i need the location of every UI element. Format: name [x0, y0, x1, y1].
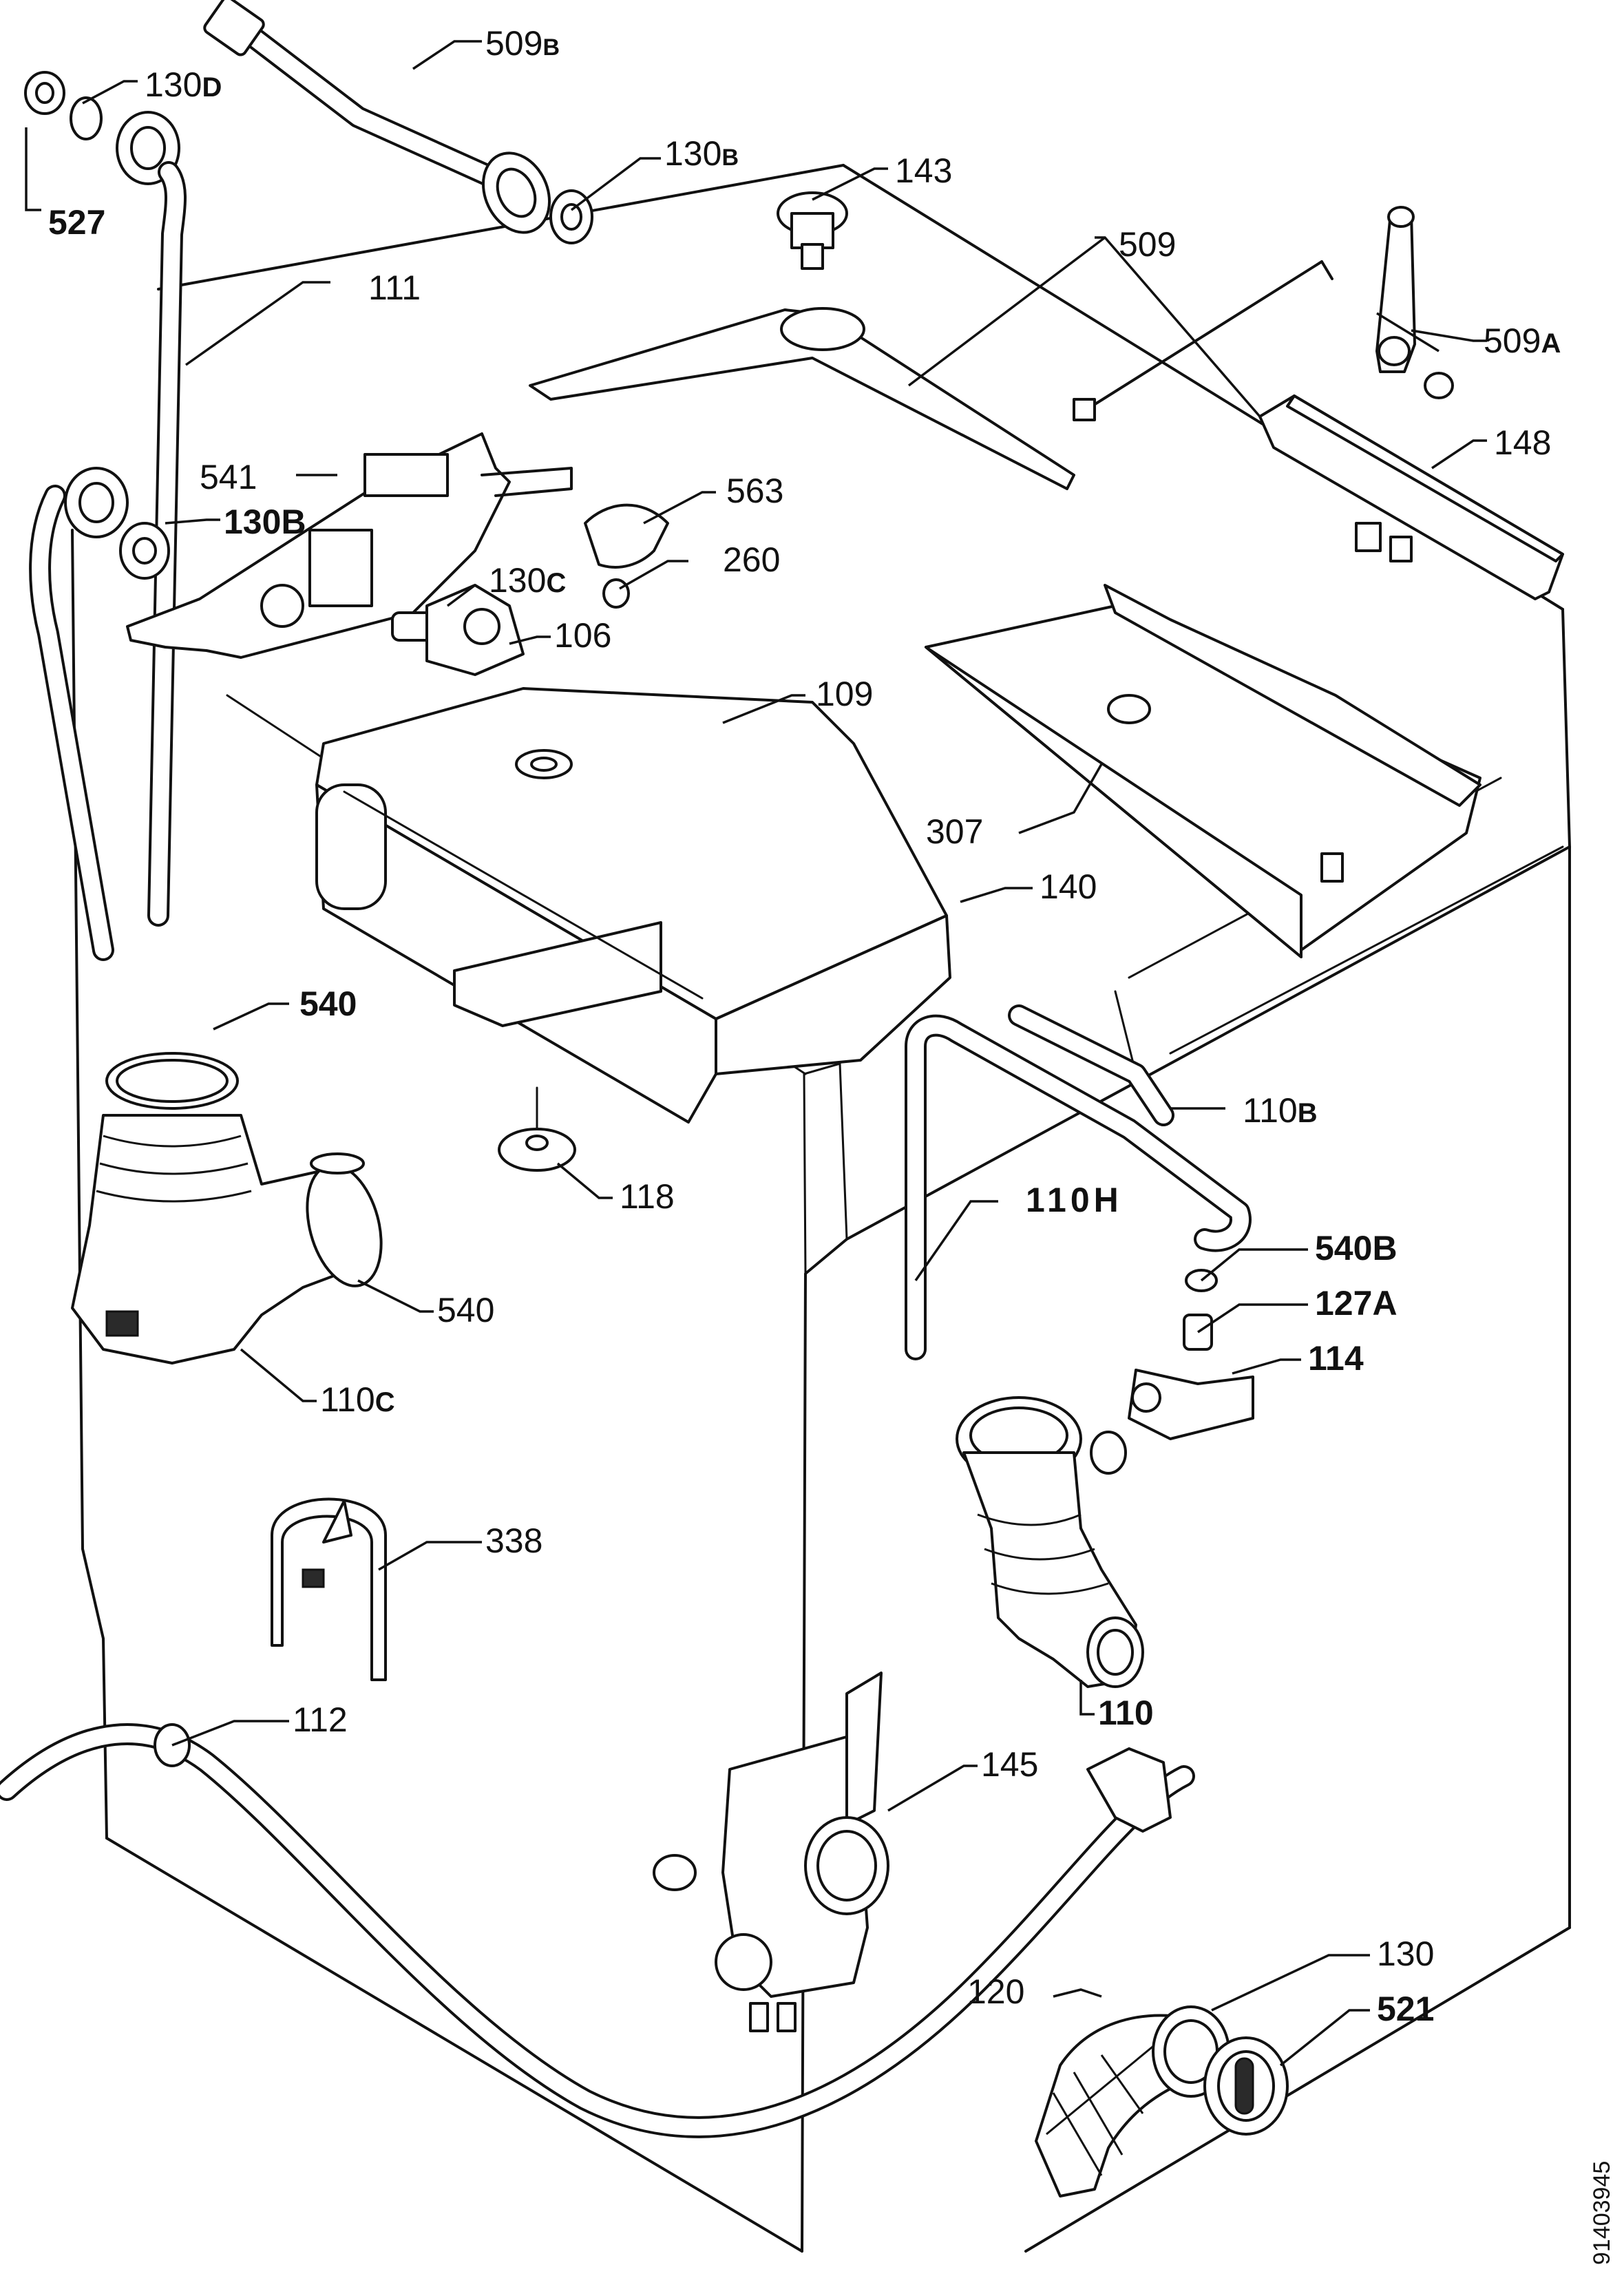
fitting-114 — [1128, 1369, 1254, 1440]
label-110b: 110B — [1243, 1091, 1318, 1130]
label-118: 118 — [620, 1177, 675, 1216]
label-307: 307 — [926, 812, 983, 851]
label-127a: 127A — [1315, 1284, 1398, 1323]
detergent-drawer-307 — [925, 584, 1481, 958]
label-110: 110 — [1098, 1694, 1154, 1732]
label-540b: 540B — [1315, 1229, 1398, 1267]
drain-hose-112 — [0, 1723, 1195, 2138]
label-130: 130 — [1377, 1935, 1434, 1973]
detergent-housing-109-140 — [315, 687, 951, 1124]
clip-338 — [271, 1497, 387, 1681]
label-110h: 110H — [1026, 1181, 1123, 1219]
label-509: 509 — [1119, 225, 1176, 264]
label-540-mid: 540 — [437, 1291, 494, 1329]
knob-143 — [777, 191, 848, 270]
label-106: 106 — [554, 616, 611, 655]
label-112: 112 — [293, 1700, 348, 1739]
sump-hose-540-110c — [71, 1052, 383, 1364]
label-109: 109 — [816, 675, 873, 713]
label-130b-top: 130B — [664, 134, 739, 173]
label-338: 338 — [485, 1521, 542, 1560]
leader-lines — [25, 40, 1487, 2067]
sump-elbow-110 — [956, 1396, 1144, 1688]
document-number: 91403945 — [1589, 2161, 1615, 2265]
label-148: 148 — [1494, 423, 1551, 462]
foot-118 — [498, 1086, 576, 1172]
label-130b-mid: 130B — [224, 503, 306, 541]
lever-509a — [1375, 206, 1454, 399]
pump-145 — [653, 1672, 889, 2032]
fitting-527 — [24, 71, 180, 185]
hose-110h-110b — [905, 1004, 1252, 1360]
label-509a: 509A — [1484, 322, 1561, 360]
label-111: 111 — [368, 268, 421, 307]
label-114: 114 — [1308, 1339, 1364, 1378]
label-527: 527 — [48, 203, 105, 242]
inlet-hose-509b — [203, 0, 593, 244]
label-130d: 130D — [145, 65, 222, 104]
small-parts-563-260-106 — [391, 503, 669, 676]
label-509b: 509B — [485, 24, 560, 63]
inlet-hose-111 — [29, 161, 187, 961]
bracket-541 — [126, 432, 573, 659]
label-143: 143 — [895, 151, 952, 190]
label-260: 260 — [723, 540, 780, 579]
lever-509 — [529, 260, 1333, 490]
part-labels: 509B 130D 527 130B 143 111 509 509A 148 … — [48, 24, 1615, 2265]
label-541: 541 — [200, 458, 257, 496]
label-130c: 130C — [489, 561, 566, 600]
label-140: 140 — [1040, 867, 1097, 906]
filter-120-130-521 — [1035, 2005, 1289, 2198]
drawer-handle-148 — [1258, 394, 1564, 600]
label-540-top: 540 — [299, 984, 357, 1023]
label-110c: 110C — [320, 1380, 395, 1419]
label-120: 120 — [967, 1972, 1024, 2011]
label-145: 145 — [981, 1745, 1038, 1784]
label-521: 521 — [1377, 1990, 1434, 2028]
label-563: 563 — [726, 472, 783, 510]
